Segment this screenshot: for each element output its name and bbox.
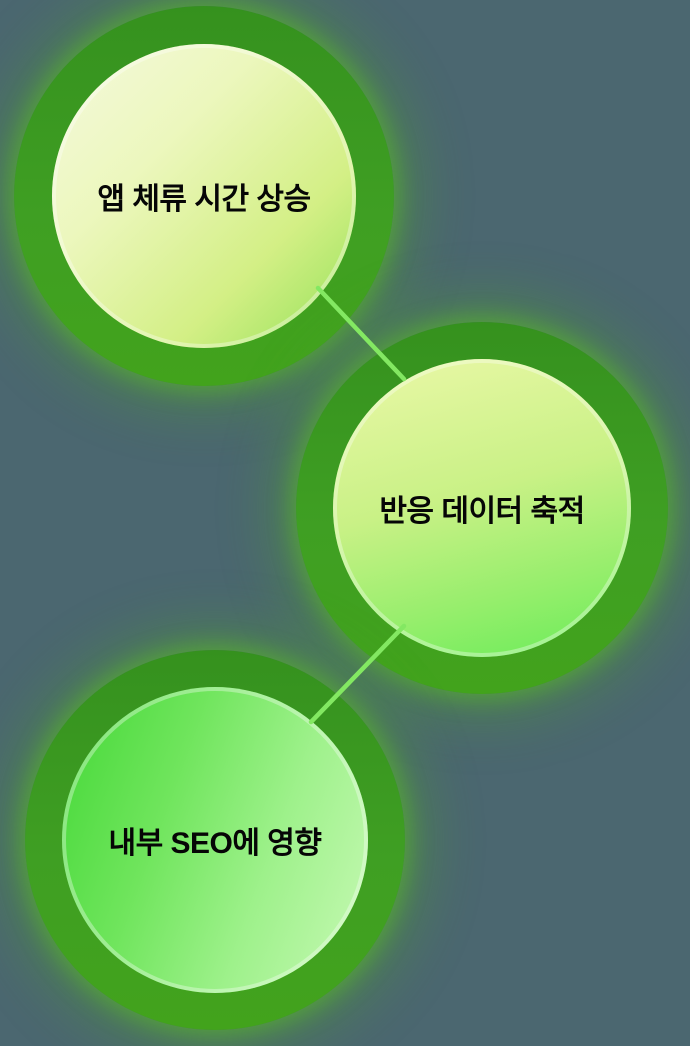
- node-response-data: 반응 데이터 축적: [296, 322, 668, 694]
- node-app-dwell-time-fill: 앱 체류 시간 상승: [52, 44, 356, 348]
- node-response-data-fill: 반응 데이터 축적: [333, 359, 631, 657]
- node-app-dwell-time: 앱 체류 시간 상승: [14, 6, 394, 386]
- node-internal-seo-label: 내부 SEO에 영향: [108, 827, 322, 860]
- node-internal-seo-fill: 내부 SEO에 영향: [62, 687, 368, 993]
- node-app-dwell-time-label: 앱 체류 시간 상승: [97, 183, 311, 216]
- node-response-data-label: 반응 데이터 축적: [379, 495, 585, 528]
- node-internal-seo: 내부 SEO에 영향: [25, 650, 405, 1030]
